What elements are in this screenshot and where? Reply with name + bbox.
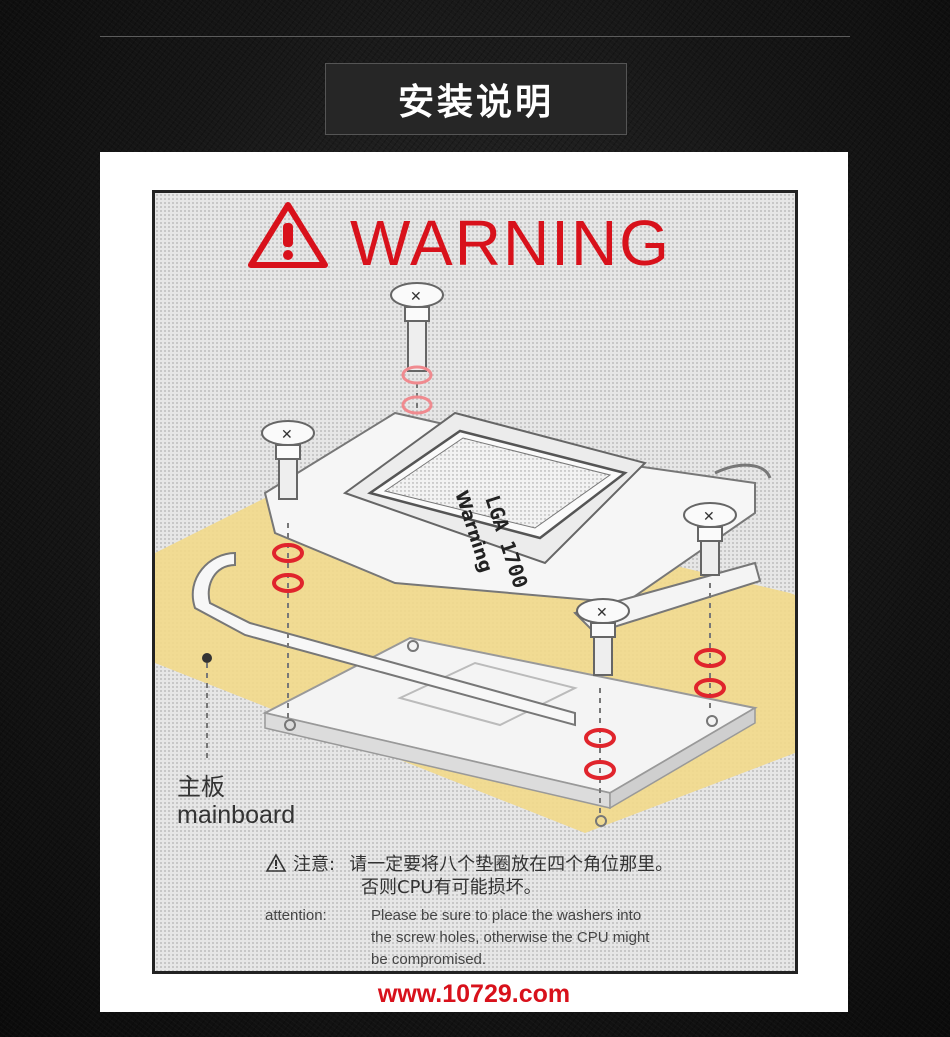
warning-diagram-panel: LGA 1700 Warning ✕ <box>152 190 798 974</box>
warning-triangle-icon <box>248 202 328 268</box>
website-url: www.10729.com <box>377 980 571 1008</box>
note-zh-line1: 请一定要将八个垫圈放在四个角位那里。 <box>349 854 674 875</box>
warning-title: WARNING <box>350 207 671 279</box>
screw-top: ✕ <box>390 282 444 372</box>
svg-text:✕: ✕ <box>281 427 293 443</box>
note-english: attention: Please be sure to place the w… <box>265 905 649 971</box>
attention-icon <box>265 853 287 872</box>
screw-front: ✕ <box>576 598 630 676</box>
note-zh-label: 注意: <box>293 854 336 875</box>
note-zh-line2: 否则CPU有可能损坏。 <box>361 877 542 898</box>
washers <box>272 543 726 780</box>
lever-arm <box>191 551 576 727</box>
screw-left: ✕ <box>261 420 315 500</box>
bracket-installation-diagram: LGA 1700 Warning ✕ <box>155 202 795 872</box>
svg-text:✕: ✕ <box>596 605 608 621</box>
note-en-label: attention: <box>265 907 327 924</box>
washers-faint <box>401 365 433 415</box>
note-en-line3: be compromised. <box>371 951 487 968</box>
page-title: 安装说明 <box>325 63 627 135</box>
screw-right: ✕ <box>683 502 737 576</box>
top-divider <box>100 36 850 37</box>
svg-text:✕: ✕ <box>703 509 715 525</box>
mainboard-label-en: mainboard <box>177 801 296 829</box>
note-en-line2: the screw holes, otherwise the CPU might <box>371 929 650 946</box>
svg-text:✕: ✕ <box>410 289 422 305</box>
note-chinese: 注意: 请一定要将八个垫圈放在四个角位那里。 否则CPU有可能损坏。 <box>293 853 673 899</box>
mainboard-label-zh: 主板 <box>177 773 225 801</box>
note-en-line1: Please be sure to place the washers into <box>371 907 642 924</box>
instruction-card: LGA 1700 Warning ✕ <box>100 152 848 1012</box>
